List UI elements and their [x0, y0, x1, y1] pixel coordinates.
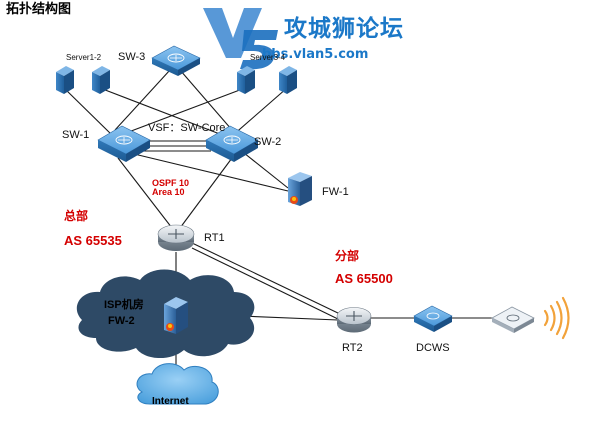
link-sw2-rt1	[179, 157, 233, 229]
firewall-icon	[164, 297, 188, 334]
isp-room-label: ISP机房	[104, 299, 144, 311]
ospf-area: Area 10	[152, 187, 185, 198]
watermark-logo	[203, 8, 278, 70]
access-point-icon	[491, 306, 535, 333]
internet-label: Internet	[152, 396, 189, 407]
link-server34-sw2	[231, 87, 288, 137]
switch-icon	[413, 305, 453, 332]
link-server12-sw2	[99, 87, 226, 137]
watermark-site-url: bbs.vlan5.com	[262, 47, 369, 62]
hq-name: 总部	[64, 209, 89, 223]
server-left-label: Server1-2	[66, 53, 102, 62]
fw2-label: FW-2	[108, 315, 135, 327]
sw3-label: SW-3	[118, 51, 146, 63]
link-sw1-rt1	[117, 157, 173, 229]
fw1-label: FW-1	[322, 186, 349, 198]
router-icon	[336, 307, 372, 333]
sw2-label: SW-2	[254, 136, 282, 148]
link-sw3-sw2	[179, 69, 233, 131]
link-server34-sw1	[117, 87, 246, 137]
server-icon	[56, 66, 110, 94]
link-sw3-sw1	[114, 69, 171, 131]
internet-cloud	[136, 363, 219, 405]
rt1-label: RT1	[204, 232, 225, 244]
firewall-icon	[288, 172, 312, 206]
link-rt1-rt2-b	[191, 247, 341, 321]
server-icon	[237, 66, 297, 94]
vsf-label: VSF：SW-Core	[148, 122, 226, 134]
wireless-signal-icon	[543, 296, 570, 340]
hq-as: AS 65535	[64, 233, 122, 248]
router-icon	[157, 224, 195, 251]
rt2-label: RT2	[342, 342, 363, 354]
sw1-label: SW-1	[62, 129, 90, 141]
link-sw1-fw1	[129, 152, 289, 192]
link-sw2-fw1	[243, 152, 289, 189]
ospf-process: OSPF 10	[152, 178, 190, 188]
switch-icon	[205, 125, 259, 162]
switch-icon	[97, 125, 151, 162]
server-right-label: Server3-4	[250, 53, 286, 62]
dcws-label: DCWS	[416, 342, 450, 354]
link-rt1-rt2-a	[189, 241, 341, 315]
link-server12-sw1	[63, 87, 114, 137]
page-title: 拓扑结构图	[6, 2, 72, 17]
watermark-site-name: 攻城狮论坛	[284, 16, 404, 42]
switch-icon	[151, 45, 201, 76]
ospf-label: OSPF 10 Area 10	[152, 178, 190, 198]
branch-name: 分部	[335, 249, 360, 263]
branch-as: AS 65500	[335, 271, 393, 286]
